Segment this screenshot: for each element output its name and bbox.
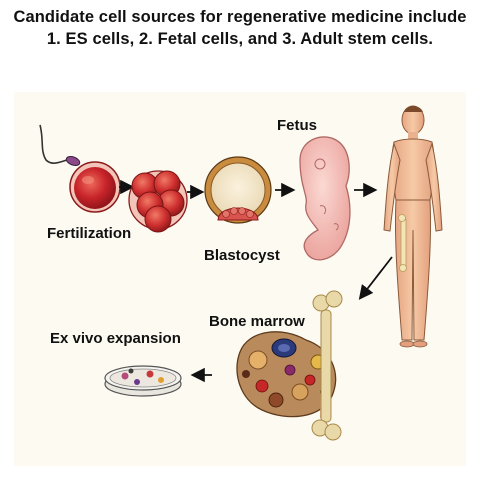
petri-dish-icon: [104, 365, 182, 397]
title: Candidate cell sources for regenerative …: [0, 6, 480, 50]
title-line-1: Candidate cell sources for regenerative …: [13, 8, 467, 26]
bone-marrow-icon: [236, 331, 337, 418]
morula-icon: [128, 170, 188, 233]
fertilized-egg-icon: [69, 161, 121, 213]
blastocyst-icon: [204, 156, 272, 224]
label-blastocyst: Blastocyst: [204, 247, 280, 264]
title-line-2: 1. ES cells, 2. Fetal cells, and 3. Adul…: [46, 30, 434, 48]
fetus-icon: [299, 136, 351, 261]
label-ex-vivo-expansion: Ex vivo expansion: [50, 330, 181, 347]
bone-icon: [311, 290, 343, 441]
label-bone-marrow: Bone marrow: [209, 313, 305, 330]
label-fetus: Fetus: [277, 117, 318, 134]
sperm-icon: [39, 124, 81, 166]
label-fertilization: Fertilization: [47, 225, 132, 242]
arrow-to-bone-marrow: [358, 256, 393, 300]
diagram-background: [14, 92, 466, 466]
adult-human-icon: [383, 105, 443, 348]
